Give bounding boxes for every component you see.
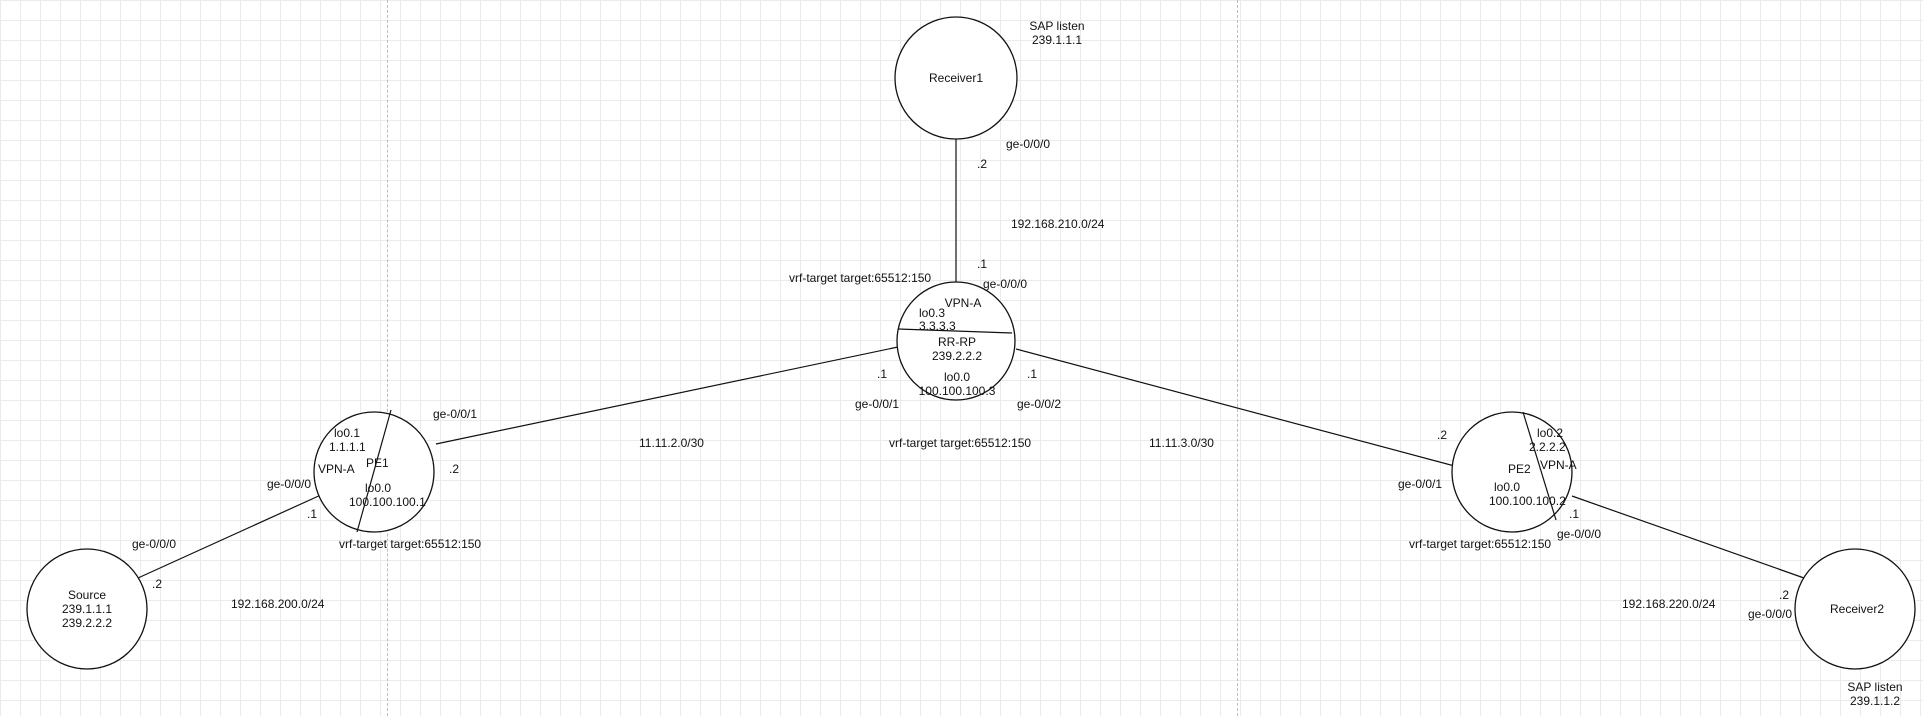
pe1-vpn-loopback: lo0.1 xyxy=(334,426,361,440)
pe2-interface: ge-0/0/1 xyxy=(1398,477,1443,491)
subnet-label: 11.11.3.0/30 xyxy=(1149,436,1214,450)
page-divider xyxy=(387,0,388,716)
pe1-host: .1 xyxy=(307,507,318,521)
pe1-vpn-loopback-ip: 1.1.1.1 xyxy=(329,440,366,454)
pe2-host: .1 xyxy=(1569,507,1580,521)
subnet-label: 192.168.220.0/24 xyxy=(1622,597,1716,611)
vrf-target-label: vrf-target target:65512:150 xyxy=(1409,537,1552,551)
rr-host: .1 xyxy=(977,257,988,271)
rr-rp-divider xyxy=(897,328,1013,334)
receiver2-label: Receiver2 xyxy=(1829,602,1885,616)
pe2-host: .2 xyxy=(1437,428,1448,442)
sap-group-label: 239.1.1.2 xyxy=(1849,694,1901,708)
pe1-interface: ge-0/0/1 xyxy=(433,407,478,421)
sap-group-label: 239.1.1.1 xyxy=(1031,33,1083,47)
source-interface: ge-0/0/0 xyxy=(132,537,177,551)
rr-host: .1 xyxy=(1027,367,1038,381)
pe2-node xyxy=(1451,411,1573,533)
pe2-lo0-ip: 100.100.100.2 xyxy=(1489,494,1566,508)
pe1-interface: ge-0/0/0 xyxy=(267,477,312,491)
pe2-interface: ge-0/0/0 xyxy=(1557,527,1602,541)
source-name: Source xyxy=(67,588,107,602)
link-rr-pe2 xyxy=(1015,348,1463,469)
source-group: 239.1.1.1 xyxy=(61,602,113,616)
receiver1-label: Receiver1 xyxy=(928,71,984,85)
sap-listen-label: SAP listen xyxy=(1029,19,1085,33)
subnet-label: 11.11.2.0/30 xyxy=(639,436,704,450)
source-host: .2 xyxy=(152,577,163,591)
sap-listen-label: SAP listen xyxy=(1847,680,1903,694)
subnet-label: 192.168.210.0/24 xyxy=(1011,217,1105,231)
rr-vpn-loopback: lo0.3 xyxy=(919,306,946,320)
rr-vpn-label: VPN-A xyxy=(944,296,982,310)
pe2-vpn-label: VPN-A xyxy=(1540,458,1577,472)
pe2-vpn-loopback-ip: 2.2.2.2 xyxy=(1529,440,1566,454)
receiver2-node xyxy=(1794,548,1916,670)
link-pe1-rr xyxy=(435,346,899,445)
pe1-divider xyxy=(356,409,392,533)
rr-host: .1 xyxy=(877,367,888,381)
source-group: 239.2.2.2 xyxy=(61,616,113,630)
rr-interface: ge-0/0/1 xyxy=(855,397,900,411)
pe2-lo0-label: lo0.0 xyxy=(1494,480,1521,494)
link-source-pe1 xyxy=(137,493,324,579)
pe1-lo0-ip: 100.100.100.1 xyxy=(349,495,426,509)
rr-vpn-loopback-ip: 3.3.3.3 xyxy=(919,319,956,333)
subnet-label: 192.168.200.0/24 xyxy=(231,597,325,611)
page-divider xyxy=(1237,0,1238,716)
vrf-target-label: vrf-target target:65512:150 xyxy=(339,537,482,551)
source-node xyxy=(26,548,148,670)
rp-address: 239.2.2.2 xyxy=(931,349,983,363)
pe1-name: PE1 xyxy=(366,456,389,470)
receiver1-interface: ge-0/0/0 xyxy=(1006,137,1051,151)
rr-lo0-ip: 100.100.100.3 xyxy=(918,384,996,398)
vrf-target-label: vrf-target target:65512:150 xyxy=(789,271,932,285)
rr-rp-node xyxy=(896,281,1016,401)
pe1-host: .2 xyxy=(449,462,460,476)
receiver2-host: .2 xyxy=(1779,588,1790,602)
rr-lo0-label: lo0.0 xyxy=(943,370,971,384)
rr-rp-name: RR-RP xyxy=(938,335,976,349)
rr-interface: ge-0/0/2 xyxy=(1017,397,1062,411)
pe1-lo0-label: lo0.0 xyxy=(365,481,392,495)
pe1-vpn-label: VPN-A xyxy=(318,462,355,476)
receiver1-node xyxy=(894,16,1018,140)
pe2-name: PE2 xyxy=(1508,462,1531,476)
link-pe2-receiver2 xyxy=(1571,495,1805,579)
receiver1-host: .2 xyxy=(977,157,988,171)
receiver2-interface: ge-0/0/0 xyxy=(1748,607,1793,621)
pe2-vpn-loopback: lo0.2 xyxy=(1537,426,1564,440)
pe2-divider xyxy=(1522,411,1557,521)
vrf-target-label: vrf-target target:65512:150 xyxy=(889,436,1032,450)
rr-interface: ge-0/0/0 xyxy=(983,277,1028,291)
